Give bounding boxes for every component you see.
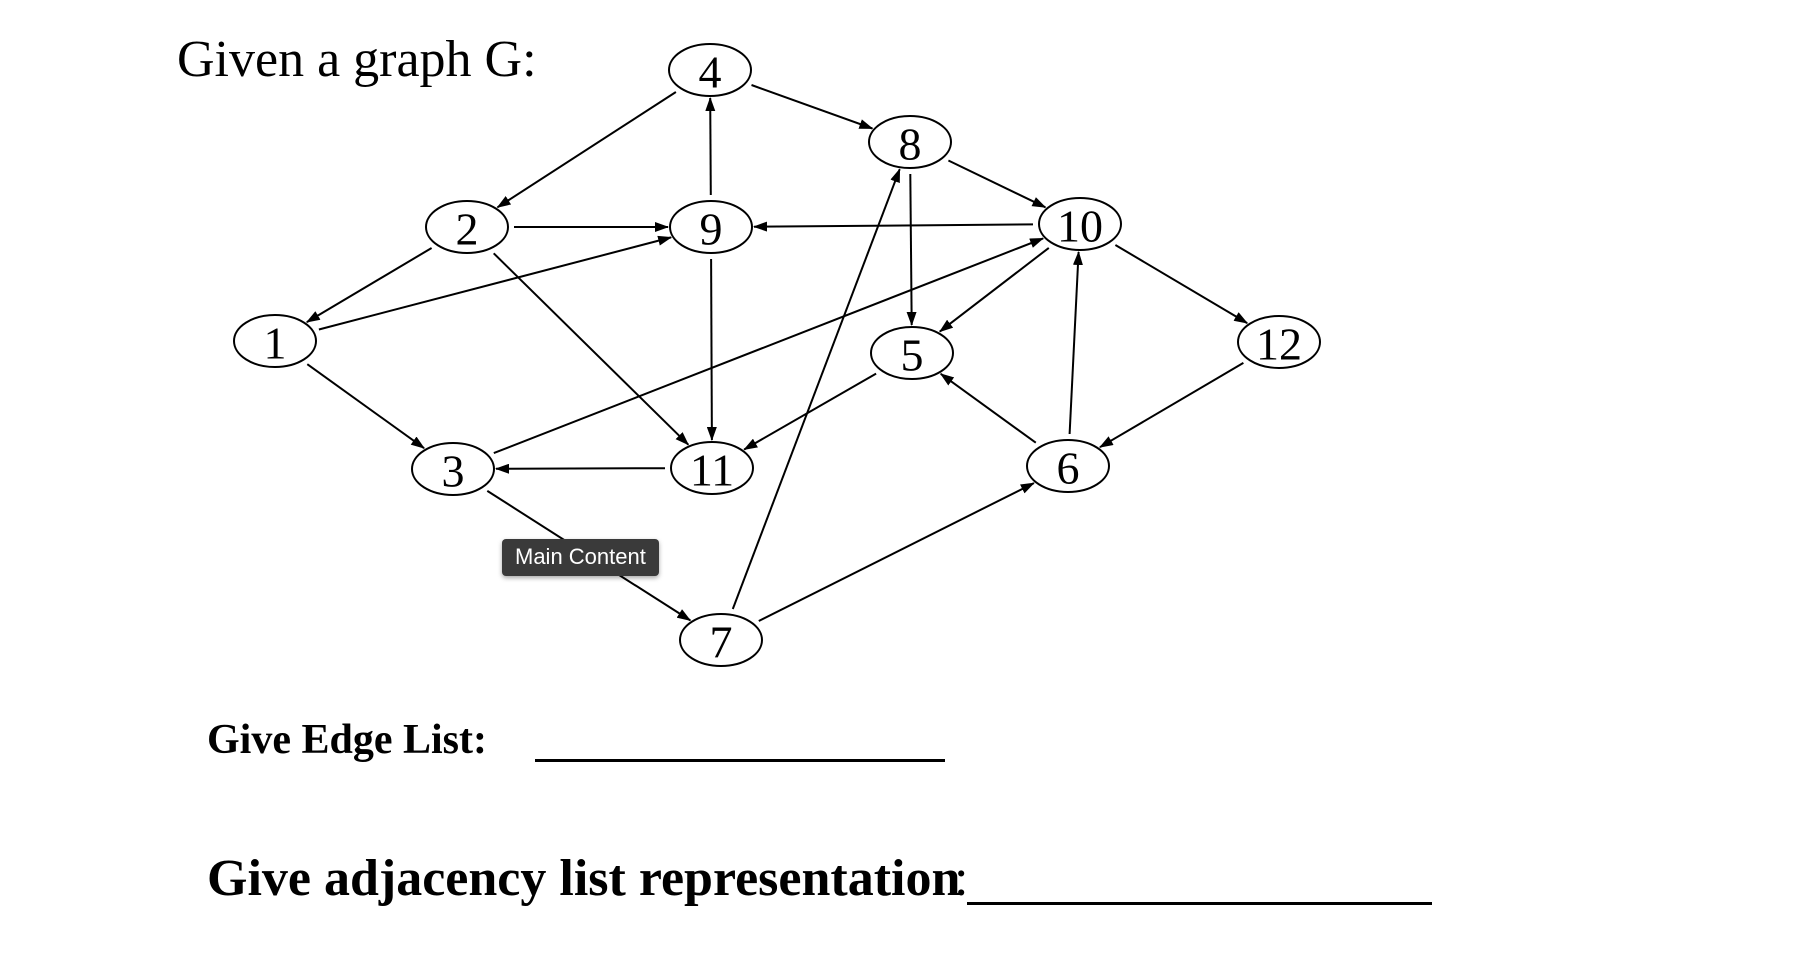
node-label: 12: [1256, 319, 1302, 370]
node-label: 6: [1057, 443, 1080, 494]
graph-node-6: 6: [1026, 439, 1110, 494]
edge-1-to-9: [318, 235, 673, 331]
graph-node-9: 9: [669, 200, 753, 255]
edge-10-to-9: [753, 221, 1034, 232]
node-ellipse: [425, 200, 509, 254]
edge-2-to-11: [492, 252, 690, 446]
edge-12-to-6: [1099, 362, 1244, 449]
edge-list-answer-line: [535, 759, 945, 762]
node-label: 3: [442, 446, 465, 497]
node-ellipse: [679, 613, 763, 667]
graph-node-12: 12: [1237, 315, 1321, 370]
edge-9-to-11: [706, 258, 717, 441]
edge-1-to-3: [306, 363, 425, 450]
adjacency-list-prompt: Give adjacency list representation: [207, 850, 961, 907]
edge-7-to-6: [758, 482, 1035, 622]
edge-10-to-12: [1114, 244, 1249, 324]
node-ellipse: [668, 43, 752, 97]
node-label: 2: [456, 204, 479, 255]
adjacency-list-answer-line: [967, 902, 1432, 905]
node-label: 1: [264, 318, 287, 369]
graph-node-3: 3: [411, 442, 495, 497]
node-label: 11: [690, 445, 734, 496]
edge-4-to-2: [496, 91, 677, 209]
graph-node-1: 1: [233, 314, 317, 369]
graph-node-2: 2: [425, 200, 509, 255]
edge-7-to-8: [731, 168, 901, 610]
edge-4-to-8: [751, 84, 874, 130]
node-ellipse: [870, 326, 954, 380]
node-label: 7: [710, 617, 733, 668]
edge-10-to-5: [939, 247, 1050, 333]
graph-node-10: 10: [1038, 197, 1122, 252]
edge-6-to-5: [939, 372, 1037, 444]
edge-list-prompt: Give Edge List:: [207, 717, 487, 763]
node-ellipse: [1237, 315, 1321, 369]
node-label: 4: [699, 47, 722, 98]
node-ellipse: [669, 200, 753, 254]
graph-node-11: 11: [670, 441, 754, 496]
edges-layer: [305, 84, 1249, 622]
node-ellipse: [1026, 439, 1110, 493]
edge-8-to-10: [947, 159, 1047, 209]
graph-node-5: 5: [870, 326, 954, 381]
graph-node-4: 4: [668, 43, 752, 98]
edge-6-to-10: [1068, 251, 1083, 435]
edge-3-to-10: [493, 237, 1045, 455]
node-ellipse: [1038, 197, 1122, 251]
node-ellipse: [670, 441, 754, 495]
edge-11-to-3: [495, 463, 666, 474]
node-label: 10: [1057, 201, 1103, 252]
adjacency-colon: :: [954, 850, 969, 907]
node-ellipse: [868, 115, 952, 169]
node-label: 5: [901, 330, 924, 381]
edge-9-to-4: [705, 97, 716, 196]
page-title: Given a graph G:: [177, 31, 537, 88]
node-label: 8: [899, 119, 922, 170]
edge-8-to-5: [906, 173, 917, 326]
node-ellipse: [411, 442, 495, 496]
main-content-tooltip: Main Content: [502, 539, 659, 576]
node-ellipse: [233, 314, 317, 368]
graph-node-7: 7: [679, 613, 763, 668]
edge-5-to-11: [743, 372, 877, 451]
node-label: 9: [700, 204, 723, 255]
edge-2-to-1: [305, 247, 433, 323]
graph-node-8: 8: [868, 115, 952, 170]
